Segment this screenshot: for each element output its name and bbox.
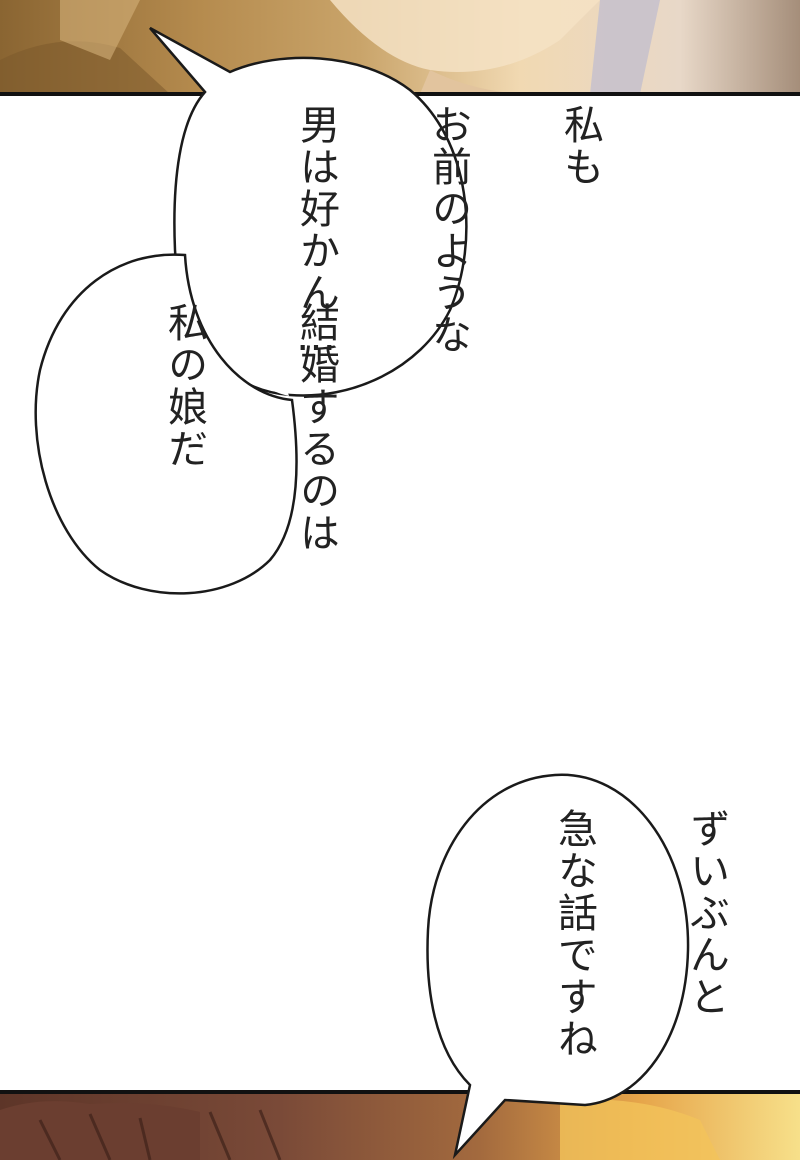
speech-bubble-middle xyxy=(34,253,298,595)
dialogue-middle-line-2: 私の娘だ xyxy=(161,302,207,470)
dialogue-top-line-2: お前のような xyxy=(425,104,471,356)
dialogue-middle: 結婚するのは 私の娘だ xyxy=(118,302,426,554)
dialogue-top-line-3: 男は好かん… xyxy=(293,104,339,362)
dialogue-bottom-line-1: ずいぶんと xyxy=(683,808,729,1018)
bottom-panel-art xyxy=(0,1090,800,1160)
dialogue-bottom-line-2: 急な話ですね xyxy=(551,808,597,1060)
dialogue-bottom: ずいぶんと 急な話ですね xyxy=(508,808,800,1060)
dialogue-top: 私も お前のような 男は好かん… xyxy=(250,104,690,362)
top-panel-art xyxy=(0,0,800,96)
dialogue-top-line-1: 私も xyxy=(557,104,603,188)
dialogue-middle-line-1: 結婚するのは xyxy=(293,302,339,554)
speech-bubble-top xyxy=(149,26,468,397)
speech-bubble-bottom xyxy=(426,773,690,1160)
